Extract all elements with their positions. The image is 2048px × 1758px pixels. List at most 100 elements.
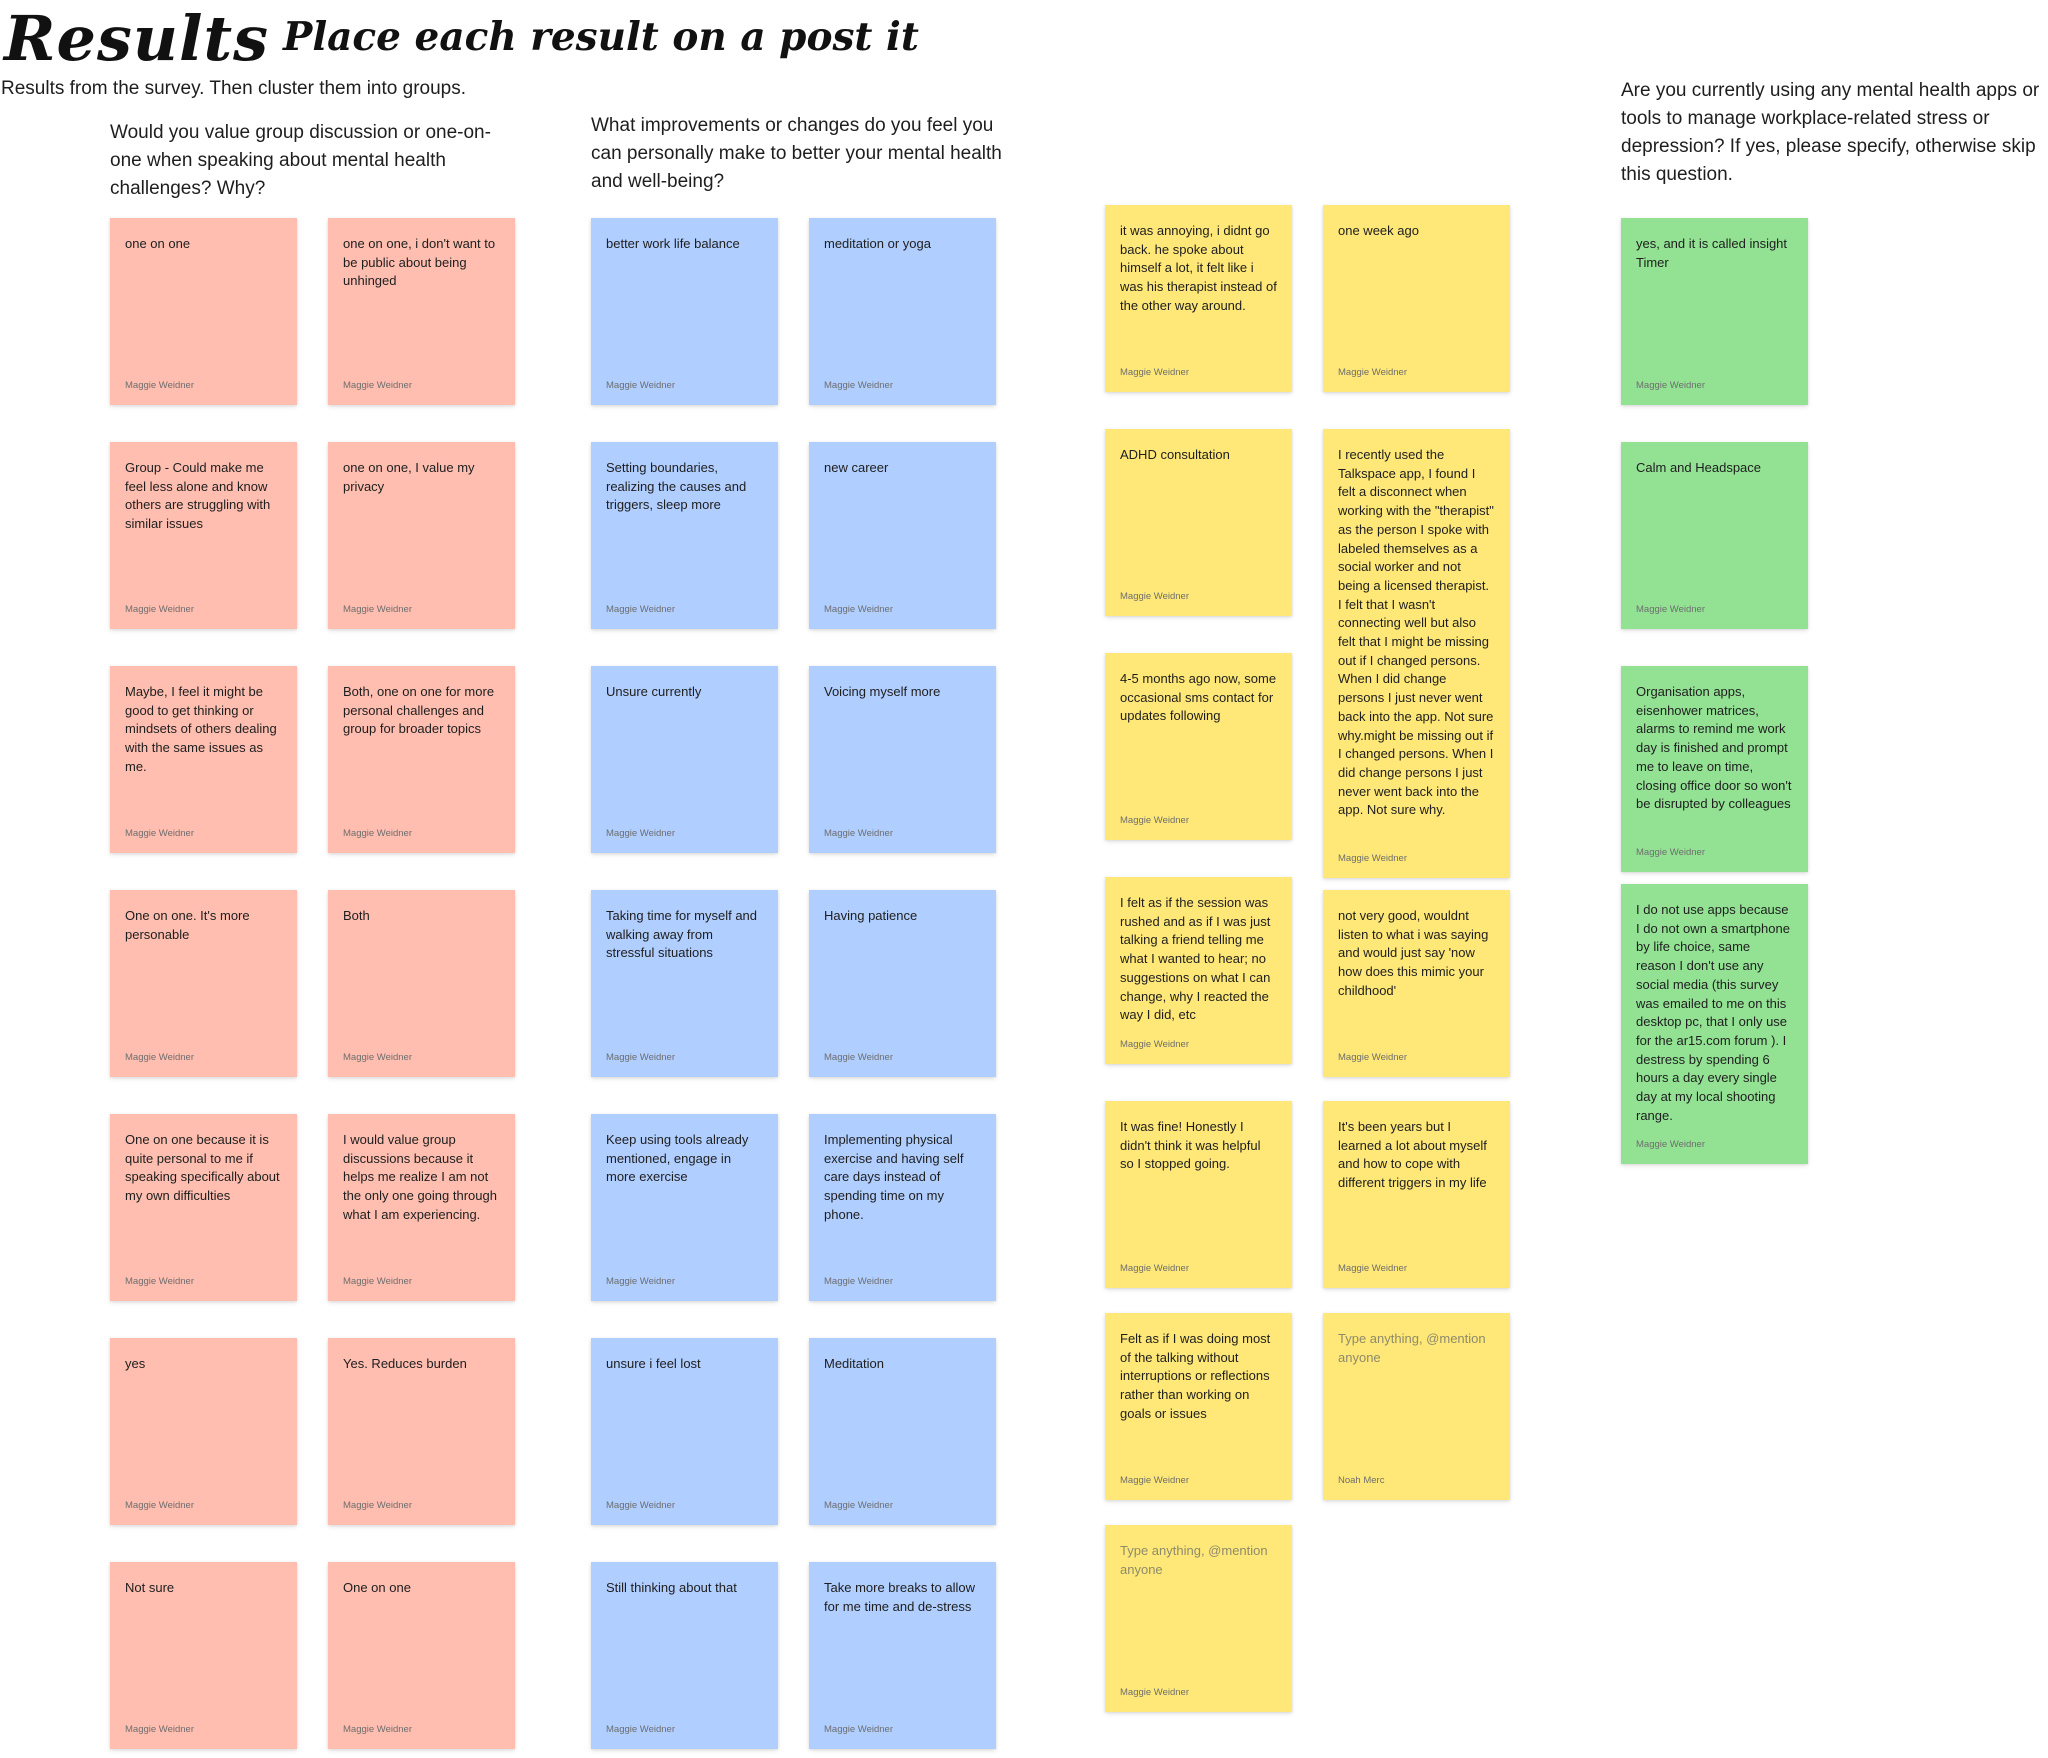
sticky-author: Maggie Weidner bbox=[125, 1724, 195, 1735]
sticky-text: ADHD consultation bbox=[1120, 447, 1230, 462]
sticky-note-empty[interactable]: Type anything, @mention anyone Noah Merc bbox=[1323, 1313, 1510, 1500]
sticky-note[interactable]: one on one Maggie Weidner bbox=[110, 218, 297, 405]
question-improvements: What improvements or changes do you feel… bbox=[591, 115, 1002, 192]
sticky-text: Keep using tools already mentioned, enga… bbox=[606, 1132, 749, 1185]
sticky-text: I do not use apps because I do not own a… bbox=[1636, 902, 1790, 1123]
sticky-author: Maggie Weidner bbox=[606, 1724, 676, 1735]
sticky-author: Maggie Weidner bbox=[824, 1276, 894, 1287]
sticky-author: Maggie Weidner bbox=[125, 828, 195, 839]
sticky-note[interactable]: I would value group discussions because … bbox=[328, 1114, 515, 1301]
sticky-author: Maggie Weidner bbox=[1338, 1263, 1408, 1274]
sticky-note[interactable]: Maybe, I feel it might be good to get th… bbox=[110, 666, 297, 853]
sticky-note[interactable]: I felt as if the session was rushed and … bbox=[1105, 877, 1292, 1064]
sticky-text: One on one. It's more personable bbox=[125, 908, 250, 942]
question-group-discussion: Would you value group discussion or one-… bbox=[110, 122, 491, 199]
sticky-note[interactable]: Keep using tools already mentioned, enga… bbox=[591, 1114, 778, 1301]
sticky-note[interactable]: one on one, I value my privacy Maggie We… bbox=[328, 442, 515, 629]
sticky-note[interactable]: Having patience Maggie Weidner bbox=[809, 890, 996, 1077]
sticky-text: Organisation apps, eisenhower matrices, … bbox=[1636, 684, 1792, 812]
sticky-author: Maggie Weidner bbox=[125, 1500, 195, 1511]
sticky-author: Maggie Weidner bbox=[1338, 367, 1408, 378]
sticky-note[interactable]: meditation or yoga Maggie Weidner bbox=[809, 218, 996, 405]
sticky-text: Taking time for myself and walking away … bbox=[606, 908, 758, 961]
sticky-text: Having patience bbox=[824, 908, 918, 923]
sticky-text: I recently used the Talkspace app, I fou… bbox=[1338, 447, 1494, 818]
sticky-author: Maggie Weidner bbox=[606, 1052, 676, 1063]
sticky-text: Yes. Reduces burden bbox=[343, 1356, 467, 1371]
sticky-note[interactable]: One on one. It's more personable Maggie … bbox=[110, 890, 297, 1077]
sticky-note[interactable]: one on one, i don't want to be public ab… bbox=[328, 218, 515, 405]
sticky-note[interactable]: not very good, wouldnt listen to what i … bbox=[1323, 890, 1510, 1077]
sticky-note[interactable]: Take more breaks to allow for me time an… bbox=[809, 1562, 996, 1749]
sticky-note[interactable]: Felt as if I was doing most of the talki… bbox=[1105, 1313, 1292, 1500]
sticky-text: Meditation bbox=[824, 1356, 884, 1371]
sticky-text: It's been years but I learned a lot abou… bbox=[1338, 1119, 1487, 1191]
sticky-author: Maggie Weidner bbox=[1120, 815, 1190, 826]
sticky-note[interactable]: One on one because it is quite personal … bbox=[110, 1114, 297, 1301]
sticky-note[interactable]: Both, one on one for more personal chall… bbox=[328, 666, 515, 853]
sticky-note[interactable]: One on one Maggie Weidner bbox=[328, 1562, 515, 1749]
sticky-note[interactable]: new career Maggie Weidner bbox=[809, 442, 996, 629]
sticky-text: Voicing myself more bbox=[824, 684, 941, 699]
sticky-text: yes bbox=[125, 1356, 146, 1371]
sticky-text: better work life balance bbox=[606, 236, 740, 251]
sticky-author: Noah Merc bbox=[1338, 1475, 1385, 1486]
sticky-note[interactable]: yes, and it is called insight Timer Magg… bbox=[1621, 218, 1808, 405]
sticky-author: Maggie Weidner bbox=[125, 604, 195, 615]
sticky-note[interactable]: Meditation Maggie Weidner bbox=[809, 1338, 996, 1525]
sticky-author: Maggie Weidner bbox=[343, 604, 413, 615]
sticky-text-placeholder[interactable]: Type anything, @mention anyone bbox=[1338, 1331, 1486, 1365]
sticky-note[interactable]: Not sure Maggie Weidner bbox=[110, 1562, 297, 1749]
sticky-note[interactable]: it was annoying, i didnt go back. he spo… bbox=[1105, 205, 1292, 392]
sticky-note[interactable]: Still thinking about that Maggie Weidner bbox=[591, 1562, 778, 1749]
sticky-note[interactable]: Yes. Reduces burden Maggie Weidner bbox=[328, 1338, 515, 1525]
board-title: Results bbox=[4, 2, 270, 75]
sticky-author: Maggie Weidner bbox=[606, 1276, 676, 1287]
sticky-note[interactable]: I do not use apps because I do not own a… bbox=[1621, 884, 1808, 1164]
sticky-text: Calm and Headspace bbox=[1636, 460, 1762, 475]
sticky-note[interactable]: Implementing physical exercise and havin… bbox=[809, 1114, 996, 1301]
sticky-note[interactable]: better work life balance Maggie Weidner bbox=[591, 218, 778, 405]
sticky-note[interactable]: unsure i feel lost Maggie Weidner bbox=[591, 1338, 778, 1525]
sticky-note[interactable]: Both Maggie Weidner bbox=[328, 890, 515, 1077]
sticky-text: Felt as if I was doing most of the talki… bbox=[1120, 1331, 1271, 1421]
sticky-text: not very good, wouldnt listen to what i … bbox=[1338, 908, 1489, 998]
sticky-author: Maggie Weidner bbox=[343, 828, 413, 839]
sticky-note[interactable]: Organisation apps, eisenhower matrices, … bbox=[1621, 666, 1808, 872]
sticky-author: Maggie Weidner bbox=[1120, 367, 1190, 378]
sticky-note[interactable]: I recently used the Talkspace app, I fou… bbox=[1323, 429, 1510, 878]
sticky-text: Group - Could make me feel less alone an… bbox=[125, 460, 271, 532]
sticky-note[interactable]: yes Maggie Weidner bbox=[110, 1338, 297, 1525]
sticky-author: Maggie Weidner bbox=[824, 604, 894, 615]
sticky-author: Maggie Weidner bbox=[1636, 1139, 1706, 1150]
sticky-note[interactable]: ADHD consultation Maggie Weidner bbox=[1105, 429, 1292, 616]
sticky-text: one week ago bbox=[1338, 223, 1419, 238]
sticky-text: Maybe, I feel it might be good to get th… bbox=[125, 684, 277, 774]
sticky-note[interactable]: one week ago Maggie Weidner bbox=[1323, 205, 1510, 392]
sticky-author: Maggie Weidner bbox=[343, 1724, 413, 1735]
sticky-note[interactable]: Taking time for myself and walking away … bbox=[591, 890, 778, 1077]
sticky-note[interactable]: Group - Could make me feel less alone an… bbox=[110, 442, 297, 629]
sticky-note[interactable]: 4-5 months ago now, some occasional sms … bbox=[1105, 653, 1292, 840]
sticky-note-empty[interactable]: Type anything, @mention anyone Maggie We… bbox=[1105, 1525, 1292, 1712]
sticky-note[interactable]: It's been years but I learned a lot abou… bbox=[1323, 1101, 1510, 1288]
sticky-text-placeholder[interactable]: Type anything, @mention anyone bbox=[1120, 1543, 1268, 1577]
sticky-text: I would value group discussions because … bbox=[343, 1132, 497, 1222]
board-intro: Results from the survey. Then cluster th… bbox=[1, 78, 466, 99]
sticky-text: One on one bbox=[343, 1580, 411, 1595]
sticky-note[interactable]: Unsure currently Maggie Weidner bbox=[591, 666, 778, 853]
sticky-author: Maggie Weidner bbox=[1636, 847, 1706, 858]
sticky-author: Maggie Weidner bbox=[824, 1500, 894, 1511]
sticky-author: Maggie Weidner bbox=[606, 380, 676, 391]
sticky-text: meditation or yoga bbox=[824, 236, 931, 251]
sticky-text: 4-5 months ago now, some occasional sms … bbox=[1120, 671, 1277, 724]
board-subtitle: Place each result on a post it bbox=[283, 14, 919, 60]
sticky-note[interactable]: It was fine! Honestly I didn't think it … bbox=[1105, 1101, 1292, 1288]
sticky-author: Maggie Weidner bbox=[125, 380, 195, 391]
sticky-note[interactable]: Voicing myself more Maggie Weidner bbox=[809, 666, 996, 853]
sticky-note[interactable]: Calm and Headspace Maggie Weidner bbox=[1621, 442, 1808, 629]
sticky-note[interactable]: Setting boundaries, realizing the causes… bbox=[591, 442, 778, 629]
sticky-author: Maggie Weidner bbox=[1120, 1687, 1190, 1698]
sticky-text: Implementing physical exercise and havin… bbox=[824, 1132, 964, 1222]
sticky-text: It was fine! Honestly I didn't think it … bbox=[1120, 1119, 1261, 1172]
